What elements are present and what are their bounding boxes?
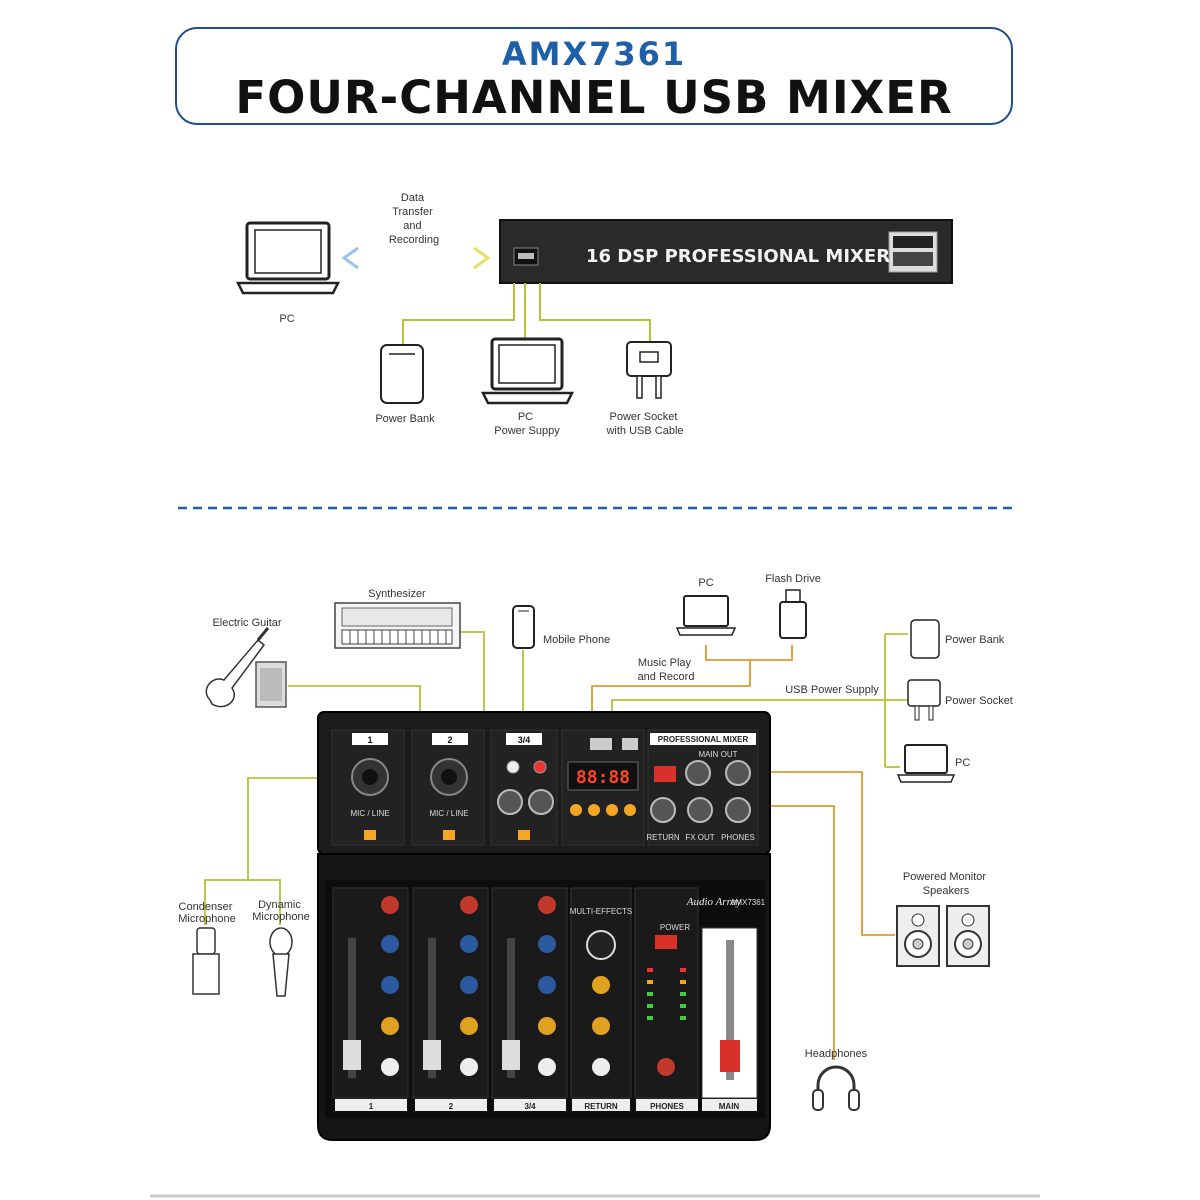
strip-label: RETURN xyxy=(584,1102,618,1111)
rack-mixer xyxy=(499,219,953,284)
power-bank-label: Power Bank xyxy=(375,413,435,425)
data-transfer-label: Data Transfer and Recording xyxy=(389,192,439,246)
laptop-icon xyxy=(675,595,737,636)
ch34-tag: 3/4 xyxy=(518,735,531,745)
mobile-phone-icon xyxy=(512,605,535,649)
strip-label: 2 xyxy=(449,1102,454,1111)
ch1-tag: 1 xyxy=(367,735,372,745)
strip-label-bar xyxy=(335,1099,757,1111)
ch1-mic-line: MIC / LINE xyxy=(350,809,389,818)
phones-jack-label: PHONES xyxy=(721,833,755,842)
usb-display-panel xyxy=(561,729,645,846)
channel-strips xyxy=(332,887,758,1099)
ch2-tag: 2 xyxy=(447,735,452,745)
pc-label: PC xyxy=(279,313,294,325)
speaker-icon xyxy=(896,905,940,967)
channel-2-input xyxy=(411,729,485,846)
monitor-speakers-label: Powered Monitor Speakers xyxy=(903,871,989,897)
music-play-label: Music Play and Record xyxy=(638,657,695,683)
speaker-icon xyxy=(946,905,990,967)
headphones-label: Headphones xyxy=(805,1048,868,1060)
synthesizer-icon xyxy=(334,602,461,649)
power-bank-icon xyxy=(910,619,940,659)
strip-label: MAIN xyxy=(719,1102,740,1111)
condenser-microphone-icon xyxy=(192,927,220,995)
power-connection-lines xyxy=(402,283,651,345)
main-out-label: MAIN OUT xyxy=(698,750,737,759)
channel-1-input xyxy=(331,729,405,846)
power-bank-icon xyxy=(380,344,424,404)
mobile-phone-label: Mobile Phone xyxy=(543,634,610,646)
return-jack-label: RETURN xyxy=(646,833,680,842)
pro-mixer-label: PROFESSIONAL MIXER xyxy=(658,735,749,744)
laptop-icon xyxy=(235,221,341,295)
dynamic-microphone-icon xyxy=(269,927,293,997)
output-panel xyxy=(647,729,759,846)
laptop-icon xyxy=(480,337,575,405)
pc-power-label: PC Power Suppy xyxy=(494,411,560,437)
synthesizer-label: Synthesizer xyxy=(368,588,426,600)
headphones-icon xyxy=(812,1065,860,1111)
model-number: AMX7361 xyxy=(501,35,687,73)
condenser-mic-label: Condenser Microphone xyxy=(178,901,235,925)
pc-label: PC xyxy=(955,757,970,769)
electric-guitar-icon xyxy=(205,627,287,708)
pc-label: PC xyxy=(698,577,713,589)
power-socket-label: Power Socket xyxy=(945,695,1013,707)
fx-out-label: FX OUT xyxy=(685,833,714,842)
rack-mixer-label: 16 DSP PROFESSIONAL MIXER xyxy=(586,246,890,267)
flash-drive-label: Flash Drive xyxy=(765,573,821,585)
power-socket-icon xyxy=(626,341,672,399)
multi-effects-label: MULTI-EFFECTS xyxy=(570,907,633,916)
strip-label: 1 xyxy=(369,1102,374,1111)
power-socket-icon xyxy=(907,679,941,721)
power-bank-label: Power Bank xyxy=(945,634,1005,646)
power-socket-label: Power Socket with USB Cable xyxy=(605,411,683,437)
data-arrow xyxy=(341,246,491,270)
flash-drive-icon xyxy=(779,589,807,639)
ch2-mic-line: MIC / LINE xyxy=(429,809,468,818)
brand-logo: Audio Array xyxy=(686,896,742,908)
page-title: FOUR-CHANNEL USB MIXER xyxy=(235,71,953,124)
usb-power-supply-label: USB Power Supply xyxy=(785,684,879,696)
power-label: POWER xyxy=(660,923,690,932)
title-box: AMX7361 FOUR-CHANNEL USB MIXER xyxy=(175,27,1013,125)
strip-label: 3/4 xyxy=(524,1102,536,1111)
output-connection-lines xyxy=(591,645,895,1060)
channel-34-input xyxy=(490,729,558,846)
laptop-icon xyxy=(896,744,956,783)
dynamic-mic-label: Dynamic Microphone xyxy=(252,899,309,923)
strip-label: PHONES xyxy=(650,1102,684,1111)
mixer-model: AMX7361 xyxy=(730,898,766,907)
led-display: 88:88 xyxy=(576,767,630,788)
electric-guitar-label: Electric Guitar xyxy=(212,617,281,629)
